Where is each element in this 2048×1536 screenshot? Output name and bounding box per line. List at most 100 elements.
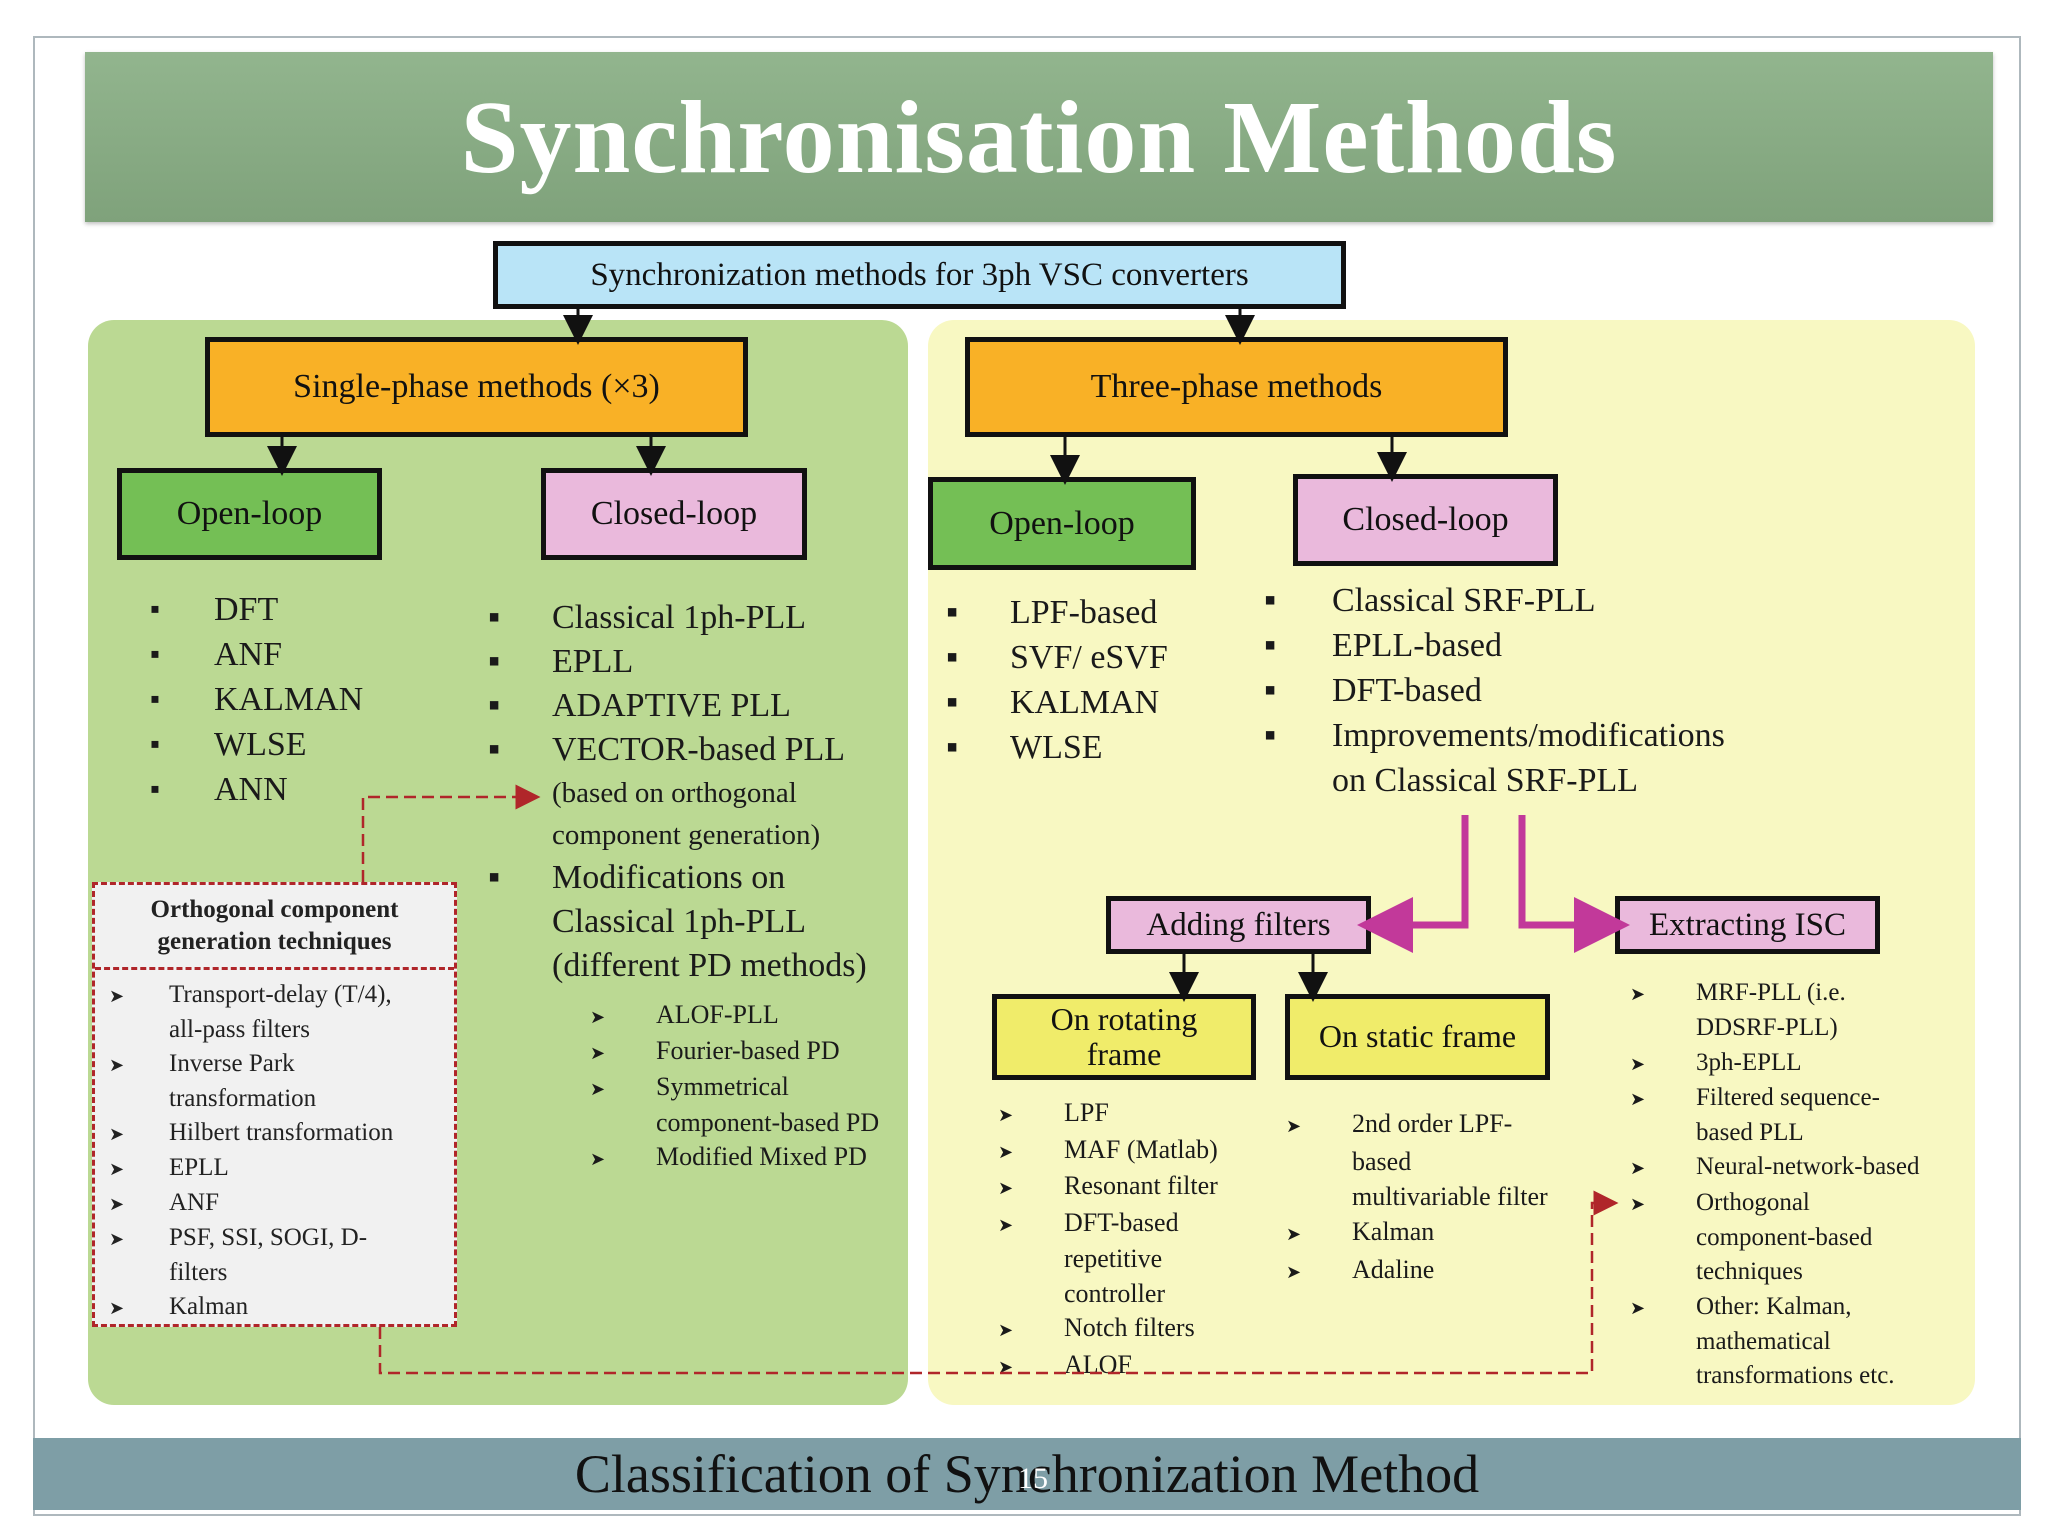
list-item-cont: on Classical SRF-PLL <box>1332 762 1639 799</box>
list-item: ➤Transport-delay (T/4), <box>109 981 392 1008</box>
list-item-cont: techniques <box>1696 1258 1803 1286</box>
list-item: ▪LPF-based <box>946 594 1158 631</box>
list-item: ➤MRF-PLL (i.e. <box>1630 979 1846 1006</box>
tp-open-loop-list: ▪LPF-based ▪SVF/ eSVF ▪KALMAN ▪WLSE <box>946 590 1168 770</box>
arrow-to-extracting-isc <box>1518 815 1630 953</box>
list-item: ➤Orthogonal <box>1630 1188 1810 1216</box>
list-item: ▪WLSE <box>946 729 1103 766</box>
orthogonal-list: ➤Transport-delay (T/4), all-pass filters… <box>95 970 454 1325</box>
list-item: ➤Filtered sequence- <box>1630 1083 1880 1111</box>
tp-open-loop-label: Open-loop <box>989 504 1135 542</box>
static-frame-list: ➤2nd order LPF- based multivariable filt… <box>1286 1106 1548 1290</box>
rotating-frame-list: ➤LPF ➤MAF (Matlab) ➤Resonant filter ➤DFT… <box>998 1096 1218 1384</box>
list-item-cont: component-based PD <box>656 1108 880 1137</box>
list-item-cont: transformations etc. <box>1696 1362 1895 1390</box>
list-item: ➤Kalman <box>109 1293 249 1320</box>
list-item-cont: DDSRF-PLL) <box>1696 1014 1838 1042</box>
list-item: ➤DFT-based <box>998 1207 1179 1237</box>
list-item-cont: transformation <box>169 1085 317 1112</box>
static-frame-box: On static frame <box>1285 994 1550 1080</box>
tp-closed-loop-box: Closed-loop <box>1293 474 1558 566</box>
list-item: ➤Neural-network-based <box>1630 1153 1920 1181</box>
list-item: ➤Adaline <box>1286 1255 1435 1284</box>
list-item-cont: mathematical <box>1696 1327 1831 1355</box>
list-item: KALMAN <box>150 677 363 722</box>
list-item: ➤Notch filters <box>998 1313 1195 1342</box>
adding-filters-box: Adding filters <box>1106 896 1371 954</box>
isc-list: ➤MRF-PLL (i.e. DDSRF-PLL) ➤3ph-EPLL ➤Fil… <box>1630 976 1920 1394</box>
sp-closed-loop-list: ▪Classical 1ph-PLL ▪EPLL ▪ADAPTIVE PLL ▪… <box>488 596 867 988</box>
list-item-cont: based PLL <box>1696 1119 1804 1147</box>
orthogonal-title: Orthogonal component generation techniqu… <box>95 885 454 970</box>
list-item: ➤EPLL <box>109 1154 229 1181</box>
list-item: ▪SVF/ eSVF <box>946 639 1168 676</box>
list-item-cont: controller <box>1064 1278 1166 1308</box>
rotating-frame-label: On rotating <box>1050 1000 1198 1037</box>
list-item: ▪ADAPTIVE PLL <box>488 687 791 724</box>
tp-closed-loop-list: ▪Classical SRF-PLL ▪EPLL-based ▪DFT-base… <box>1264 578 1725 803</box>
list-item: ➤LPF <box>998 1098 1109 1127</box>
root-label: Synchronization methods for 3ph VSC conv… <box>590 256 1249 293</box>
list-item-cont: multivariable filter <box>1352 1182 1548 1211</box>
list-item: ➤Kalman <box>1286 1217 1435 1246</box>
list-item: ➤Modified Mixed PD <box>590 1142 867 1171</box>
list-item: ➤MAF (Matlab) <box>998 1134 1218 1164</box>
extracting-isc-box: Extracting ISC <box>1615 896 1880 954</box>
list-item: ➤ALOF-PLL <box>590 1000 779 1029</box>
caption-bar: Classification of Synchronization Method <box>33 1438 2021 1510</box>
list-item: ➤3ph-EPLL <box>1630 1048 1802 1076</box>
list-item-cont: repetitive <box>1064 1244 1163 1273</box>
list-item: ANN <box>150 767 363 812</box>
three-phase-label: Three-phase methods <box>1090 368 1383 406</box>
dashed-link-vector-pll <box>361 784 541 882</box>
list-item: ➤Resonant filter <box>998 1171 1218 1200</box>
sp-open-loop-box: Open-loop <box>117 468 382 560</box>
root-box: Synchronization methods for 3ph VSC conv… <box>493 241 1346 309</box>
dashed-link-orthogonal-isc <box>378 1190 1619 1375</box>
modification-note: Classical 1ph-PLL (different PD methods) <box>552 903 867 984</box>
single-phase-label: Single-phase methods (×3) <box>293 368 660 406</box>
list-item: ▪Improvements/modifications <box>1264 717 1725 754</box>
orthogonal-techniques-box: Orthogonal component generation techniqu… <box>92 882 457 1327</box>
sp-open-loop-label: Open-loop <box>176 495 323 533</box>
list-item: ▪DFT-based <box>1264 672 1482 709</box>
list-item: ➤Inverse Park <box>109 1050 295 1077</box>
list-item: ➤ANF <box>109 1189 220 1216</box>
list-item: ANF <box>150 632 363 677</box>
page-number: 15 <box>1018 1462 1048 1495</box>
pd-method-list: ➤ALOF-PLL ➤Fourier-based PD ➤Symmetrical… <box>590 998 879 1176</box>
vector-note: (based on orthogonal component generatio… <box>552 777 821 851</box>
slide-title: Synchronisation Methods <box>460 79 1618 195</box>
adding-filters-label: Adding filters <box>1146 906 1331 943</box>
static-frame-label: On static frame <box>1318 1018 1517 1055</box>
list-item-cont: based <box>1352 1147 1412 1176</box>
list-item: ➤PSF, SSI, SOGI, D- <box>109 1224 368 1251</box>
sp-open-loop-list: DFT ANF KALMAN WLSE ANN <box>150 587 363 812</box>
list-item: ➤Symmetrical <box>590 1072 789 1101</box>
sp-closed-loop-label: Closed-loop <box>590 495 758 533</box>
extracting-isc-label: Extracting ISC <box>1648 906 1847 943</box>
list-item: ➤Other: Kalman, <box>1630 1292 1852 1320</box>
rotating-frame-label-2: frame <box>1086 1036 1162 1072</box>
list-item: ▪EPLL <box>488 643 634 680</box>
list-item: ▪VECTOR-based PLL <box>488 731 846 768</box>
list-item: DFT <box>150 587 363 632</box>
list-item: ➤2nd order LPF- <box>1286 1109 1513 1138</box>
tp-closed-loop-label: Closed-loop <box>1342 501 1509 539</box>
single-phase-box: Single-phase methods (×3) <box>205 337 748 437</box>
list-item: ▪Classical SRF-PLL <box>1264 582 1596 619</box>
list-item: ▪KALMAN <box>946 684 1160 721</box>
arrow-to-adding-filters <box>1357 815 1469 953</box>
list-item: ▪EPLL-based <box>1264 627 1502 664</box>
sp-closed-loop-box: Closed-loop <box>541 468 807 560</box>
title-band: Synchronisation Methods <box>85 52 1993 222</box>
list-item: ➤Fourier-based PD <box>590 1036 840 1065</box>
caption: Classification of Synchronization Method <box>574 1444 1480 1504</box>
list-item-cont: all-pass filters <box>169 1016 310 1043</box>
three-phase-box: Three-phase methods <box>965 337 1508 437</box>
list-item: WLSE <box>150 722 363 767</box>
list-item: ➤Hilbert transformation <box>109 1119 394 1146</box>
rotating-frame-box: On rotating frame <box>992 994 1256 1080</box>
list-item-cont: component-based <box>1696 1224 1873 1252</box>
